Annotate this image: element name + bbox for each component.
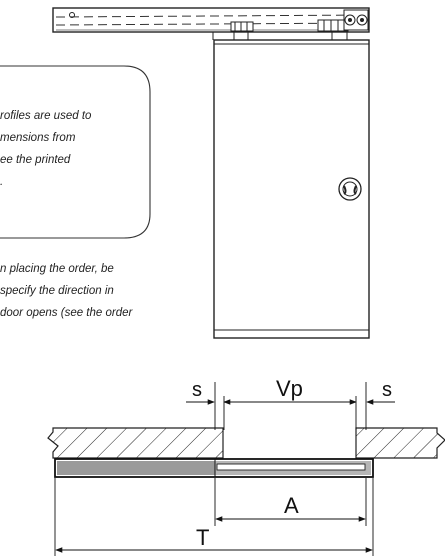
wall-section-right — [355, 427, 445, 459]
door-handle-icon — [338, 177, 362, 201]
callout-line: . — [0, 176, 4, 188]
dimension-lines: s Vp s A T — [54, 376, 395, 556]
roller-carriage-right — [317, 9, 369, 42]
callout-line: ee the printed — [0, 154, 71, 166]
plan-view — [47, 427, 445, 478]
order-note: n placing the order, be specify the dire… — [0, 258, 132, 324]
dim-label-s-right: s — [382, 379, 392, 401]
dim-label-a: A — [284, 493, 299, 518]
door-track-rail — [52, 7, 370, 42]
order-note-line: n placing the order, be — [0, 263, 114, 275]
dim-label-vp: Vp — [276, 376, 303, 401]
callout-line: rofiles are used to — [0, 110, 92, 122]
order-note-line: door opens (see the order — [0, 307, 133, 319]
dim-label-t: T — [196, 525, 209, 550]
callout-line: mensions from — [0, 132, 76, 144]
callout-text: rofiles are used to mensions from ee the… — [0, 105, 91, 193]
order-note-line: specify the direction in — [0, 285, 114, 297]
door-leaf — [213, 39, 370, 339]
wall-section-left — [47, 427, 224, 459]
dim-label-s-left: s — [192, 379, 202, 401]
callout-bubble — [0, 65, 151, 239]
